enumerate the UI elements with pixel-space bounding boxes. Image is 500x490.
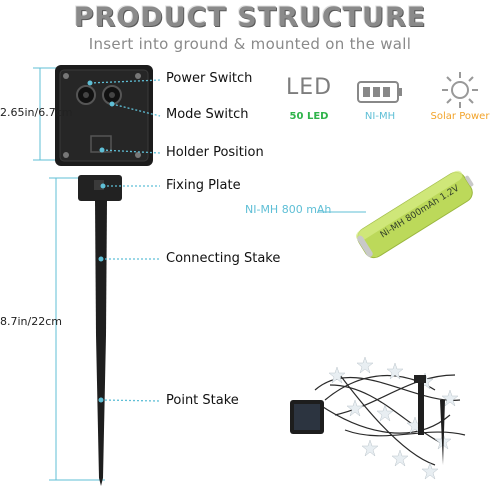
mode-switch-label: Mode Switch bbox=[166, 107, 249, 122]
callout-leaders bbox=[89, 79, 161, 402]
power-switch-label: Power Switch bbox=[166, 71, 253, 86]
panel-dimension-line bbox=[33, 67, 56, 161]
solar-panel-box bbox=[55, 65, 153, 166]
battery-icon bbox=[357, 81, 402, 103]
panel-height-label: 2.65in/6.7cm bbox=[0, 106, 73, 119]
point-stake-label: Point Stake bbox=[166, 393, 239, 408]
sun-icon bbox=[442, 72, 478, 108]
connecting-stake-label: Connecting Stake bbox=[166, 251, 281, 266]
holder-position-label: Holder Position bbox=[166, 145, 264, 160]
connecting-stake bbox=[95, 200, 107, 335]
fixing-plate bbox=[78, 175, 122, 201]
product-photo bbox=[290, 356, 466, 480]
stake-height-label: 8.7in/22cm bbox=[0, 315, 62, 328]
point-stake bbox=[96, 335, 106, 486]
battery-capacity-label: NI-MH 800 mAh bbox=[245, 203, 332, 216]
aa-battery-image: Ni-MH 800mAh 1.2V bbox=[355, 160, 475, 270]
callout-markers bbox=[87, 80, 115, 403]
fixing-plate-label: Fixing Plate bbox=[166, 178, 241, 193]
led-icon: LED bbox=[285, 75, 333, 100]
led-count-label: 50 LED bbox=[289, 111, 329, 122]
battery-type-label: NI-MH bbox=[364, 111, 396, 122]
battery-leader-line bbox=[318, 211, 366, 213]
page-title: PRODUCT STRUCTURE bbox=[73, 2, 427, 33]
page-subtitle: Insert into ground & mounted on the wall bbox=[88, 35, 412, 53]
solar-power-label: Solar Power bbox=[430, 111, 490, 122]
led-feature: LED bbox=[284, 75, 334, 100]
